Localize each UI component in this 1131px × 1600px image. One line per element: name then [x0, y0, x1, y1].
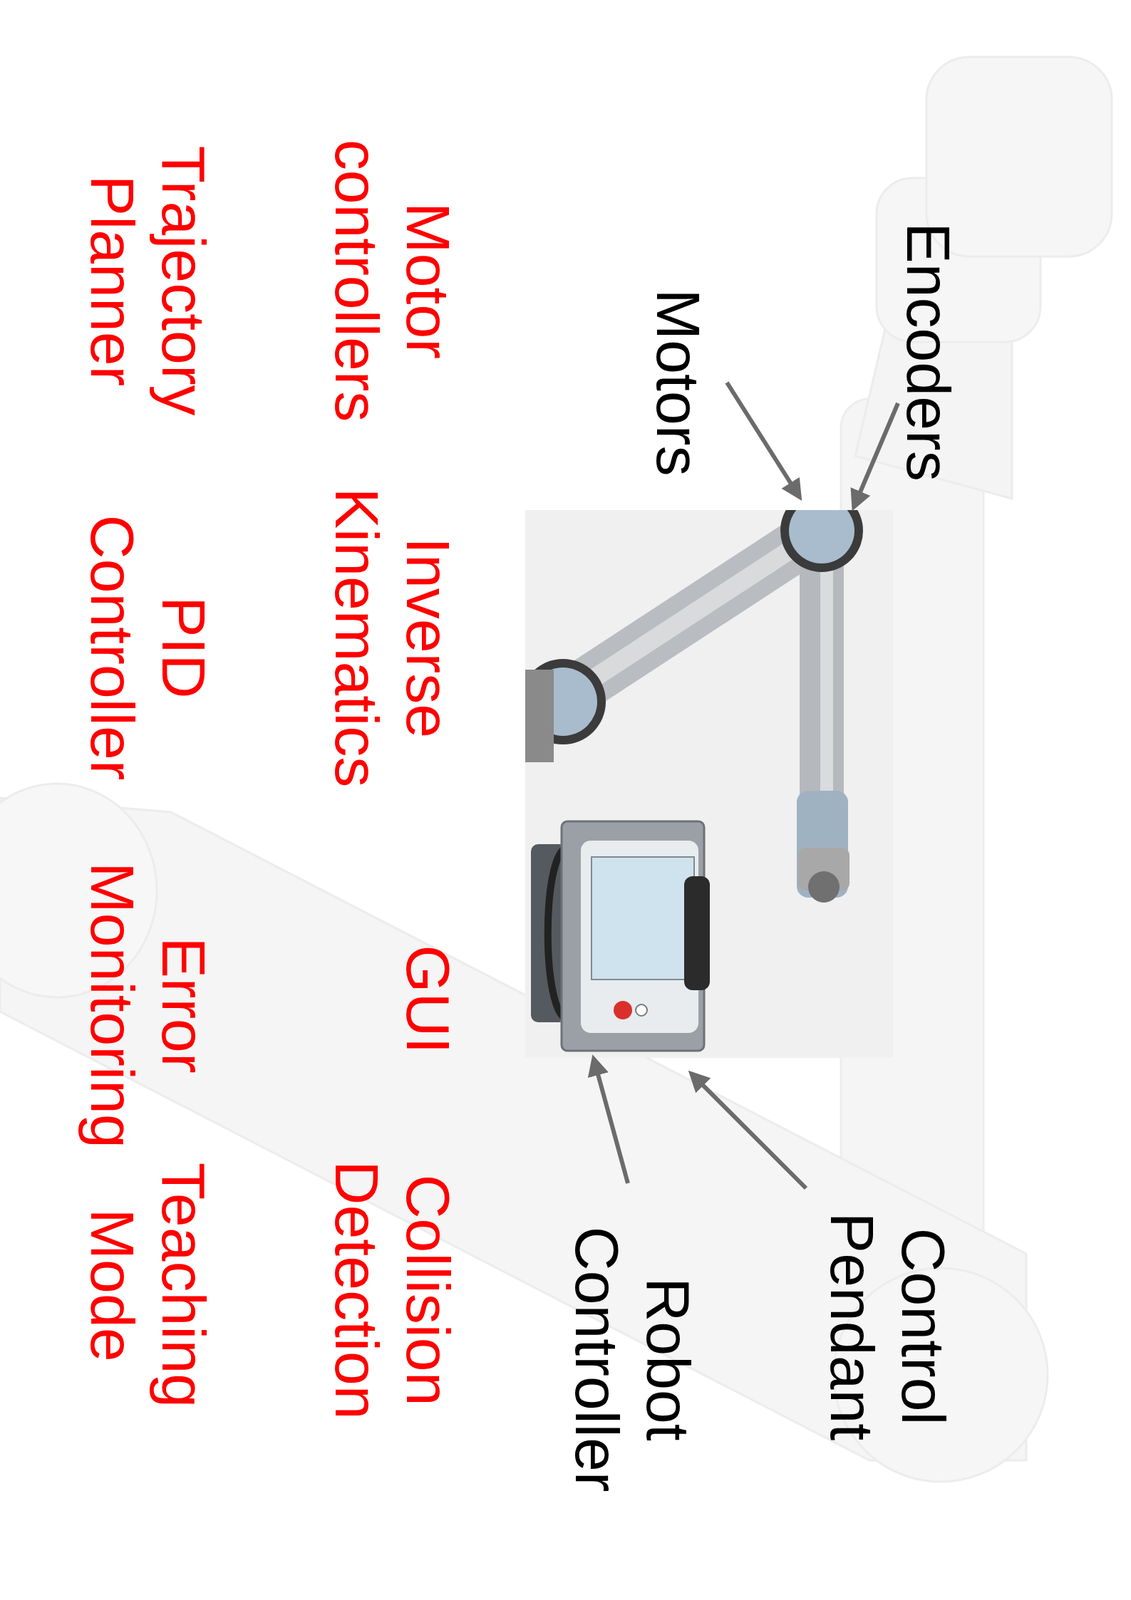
function-label: Motor controllers	[321, 139, 464, 423]
part-label: Robot Controller	[561, 1227, 705, 1494]
leader-arrow	[593, 1059, 628, 1184]
part-label: Encoders	[892, 222, 965, 482]
function-label: Inverse Kinematics	[321, 488, 464, 789]
photo-background	[525, 510, 893, 1059]
function-label: PID Controller	[76, 515, 220, 782]
function-label: Teaching Mode	[76, 1163, 220, 1409]
function-label: GUI	[392, 945, 464, 1055]
part-label: Control Pendant	[816, 1212, 960, 1442]
control-pendant	[530, 821, 710, 1052]
background-robot	[0, 57, 1112, 1483]
leader-arrow	[726, 382, 800, 498]
function-label: Error Monitoring	[76, 862, 220, 1149]
function-label: Collision Detection	[321, 1160, 464, 1420]
part-label: Motors	[642, 289, 715, 477]
leader-arrows	[593, 382, 898, 1189]
leader-arrow	[691, 1073, 807, 1189]
leader-arrow	[853, 403, 898, 508]
function-label: Trajectory Planner	[76, 145, 220, 416]
